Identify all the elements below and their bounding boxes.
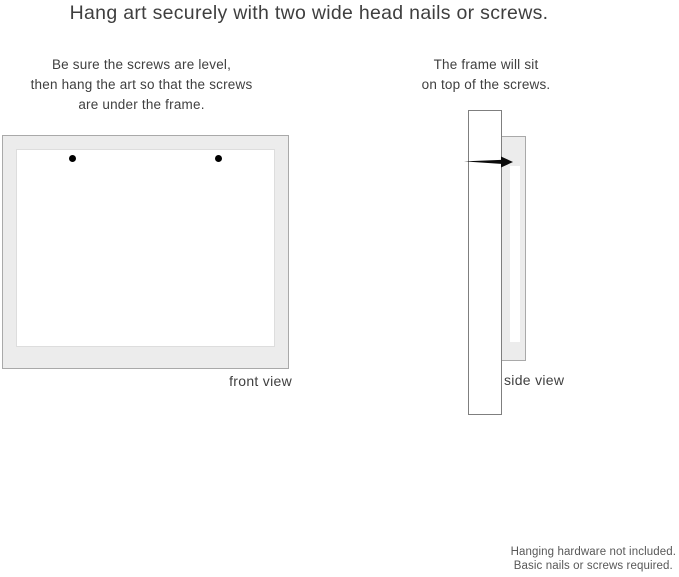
hardware-disclaimer: Hanging hardware not included. Basic nai… [511, 546, 676, 573]
side-view-instructions: The frame will sit on top of the screws. [396, 55, 576, 95]
disclaimer-line: Hanging hardware not included. [510, 546, 676, 558]
side-view-frame-profile [501, 136, 526, 361]
instruction-line: Be sure the screws are level, [51, 57, 232, 72]
screw-dot-left [69, 155, 76, 162]
front-view-frame [2, 135, 289, 369]
disclaimer-line: Basic nails or screws required. [513, 559, 673, 572]
screw-dot-right [215, 155, 222, 162]
side-view-label: side view [504, 372, 565, 388]
instruction-line: then hang the art so that the screws [30, 77, 253, 92]
instruction-line: on top of the screws. [421, 77, 551, 92]
front-view-instructions: Be sure the screws are level, then hang … [0, 55, 283, 115]
page-title: Hang art securely with two wide head nai… [69, 2, 549, 24]
instruction-line: The frame will sit [433, 57, 539, 72]
instruction-line: are under the frame. [78, 97, 205, 112]
nail-icon [464, 156, 513, 168]
side-view-art-strip [510, 166, 520, 342]
front-view-art-area [16, 149, 275, 347]
front-view-label: front view [229, 373, 292, 389]
